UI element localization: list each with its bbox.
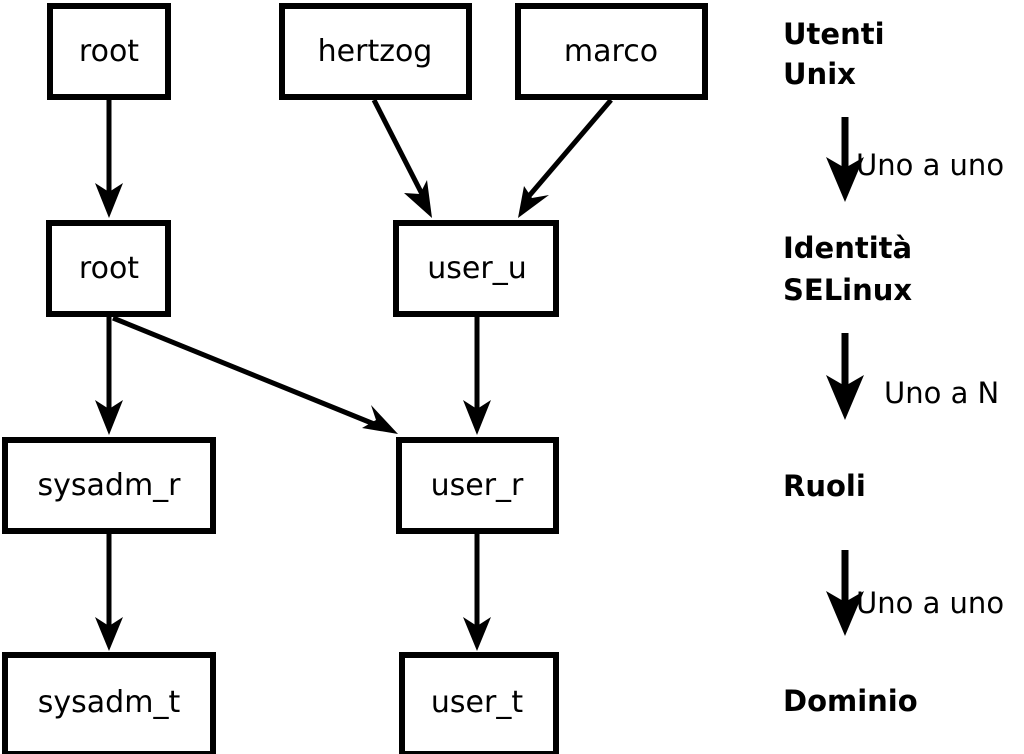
legend-stage-ruoli: Ruoli (783, 469, 866, 503)
edge-user-u-to-user-r (463, 317, 491, 435)
legend-relation-uno-a-uno-1: Uno a uno (826, 117, 1004, 202)
legend-column: Utenti Unix Uno a uno Identità SELinux U… (783, 17, 1004, 718)
legend-stage-dominio: Dominio (783, 684, 918, 718)
edges-layer (95, 98, 613, 651)
arrowhead-icon (826, 375, 864, 420)
legend-stage-utenti-unix: Utenti Unix (783, 17, 885, 91)
node-label: root (79, 251, 139, 286)
legend-stage-line: Dominio (783, 684, 918, 718)
node-label: user_t (431, 685, 523, 720)
node-role-user-r[interactable]: user_r (396, 437, 559, 534)
legend-relation-label: Uno a uno (856, 148, 1004, 182)
legend-relation-uno-a-uno-2: Uno a uno (826, 550, 1004, 636)
legend-stage-line: Unix (783, 57, 856, 91)
arrowhead-icon (463, 617, 491, 651)
legend-stage-line: SELinux (783, 273, 912, 307)
node-label: root (79, 34, 139, 69)
arrowhead-icon (404, 180, 432, 218)
node-ident-root[interactable]: root (46, 220, 171, 317)
node-label: user_u (427, 251, 526, 286)
node-domain-sysadm-t[interactable]: sysadm_t (2, 652, 216, 754)
edge-sysadm-r-to-sysadm-t (95, 534, 123, 651)
arrowhead-icon (463, 400, 491, 435)
node-unix-marco[interactable]: marco (515, 3, 708, 100)
node-label: sysadm_r (38, 468, 182, 503)
legend-stage-identita-selinux: Identità SELinux (783, 231, 912, 307)
edge-unix-root-to-ident-root (95, 100, 123, 218)
arrowhead-icon (826, 591, 864, 636)
node-label: marco (564, 34, 658, 69)
legend-stage-line: Ruoli (783, 469, 866, 503)
arrowhead-icon (518, 186, 549, 218)
node-unix-root[interactable]: root (47, 3, 171, 100)
arrowhead-icon (826, 157, 864, 202)
legend-relation-label: Uno a uno (856, 586, 1004, 620)
arrowhead-icon (95, 617, 123, 651)
legend-relation-uno-a-n: Uno a N (826, 333, 999, 420)
node-label: sysadm_t (38, 685, 181, 720)
edge-user-r-to-user-t (463, 534, 491, 651)
legend-relation-label: Uno a N (884, 376, 999, 410)
node-ident-user-u[interactable]: user_u (393, 220, 559, 317)
edge-ident-root-to-user-r (112, 315, 398, 434)
arrowhead-icon (95, 183, 123, 218)
nodes-layer: root hertzog marco root user_u sysadm_r (2, 3, 708, 754)
arrowhead-icon (95, 400, 123, 435)
node-unix-hertzog[interactable]: hertzog (279, 3, 472, 100)
edge-marco-to-user-u (518, 98, 613, 218)
node-label: hertzog (318, 34, 433, 69)
node-label: user_r (431, 468, 524, 503)
edge-hertzog-to-user-u (371, 98, 432, 218)
arrowhead-icon (362, 405, 398, 434)
edge-ident-root-to-sysadm-r (95, 317, 123, 435)
node-role-sysadm-r[interactable]: sysadm_r (2, 437, 216, 534)
node-domain-user-t[interactable]: user_t (399, 652, 559, 754)
legend-stage-line: Identità (783, 231, 912, 265)
legend-stage-line: Utenti (783, 17, 885, 51)
